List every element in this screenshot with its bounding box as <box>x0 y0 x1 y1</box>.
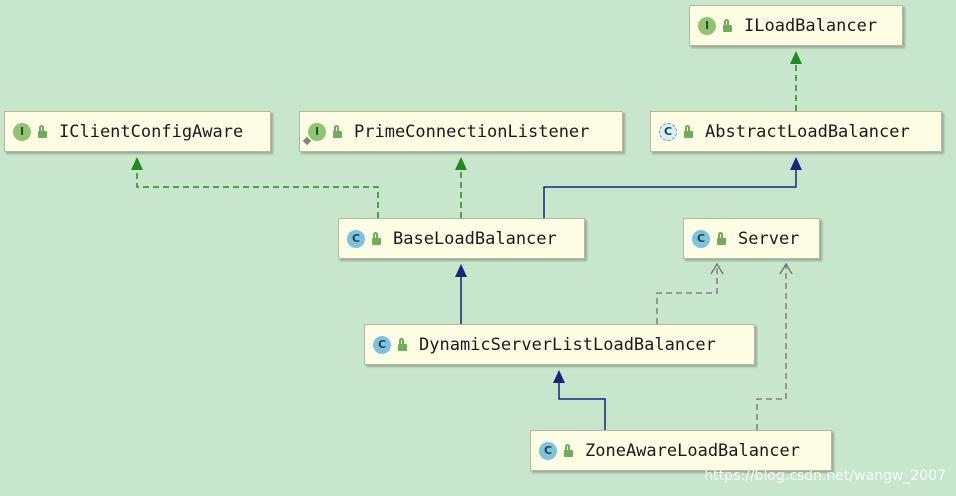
arrowhead-abstractloadbalancer <box>790 157 802 170</box>
lock-icon <box>717 232 726 245</box>
arrowhead-primeconnectionlistener <box>455 157 467 170</box>
edge-baseloadbalancer-implements-iclientconfigaware <box>136 166 379 218</box>
node-label-abstractloadbalancer: AbstractLoadBalancer <box>705 121 910 142</box>
lock-icon <box>372 232 381 245</box>
node-abstractloadbalancer[interactable]: C AbstractLoadBalancer <box>650 111 942 152</box>
interface-icon: I <box>302 122 326 145</box>
watermark: https://blog.csdn.net/wangw_2007 <box>704 468 946 484</box>
node-baseloadbalancer[interactable]: C BaseLoadBalancer <box>338 218 585 259</box>
class-icon: C <box>373 335 391 354</box>
class-icon: C <box>347 229 365 248</box>
edge-dynamicserverlistloadbalancer-depends-server <box>656 264 718 324</box>
lock-icon <box>38 125 47 138</box>
arrowhead-baseloadbalancer <box>455 264 467 277</box>
lock-icon <box>564 444 573 457</box>
arrowhead-iloadbalancer <box>790 51 802 64</box>
node-primeconnectionlistener[interactable]: I PrimeConnectionListener <box>299 111 623 152</box>
node-server[interactable]: C Server <box>683 218 820 259</box>
interface-icon: I <box>698 16 716 35</box>
interface-icon: I <box>13 122 31 141</box>
lock-icon <box>333 125 342 138</box>
node-label-zoneawareloadbalancer: ZoneAwareLoadBalancer <box>585 440 800 461</box>
arrowhead-server-b <box>779 262 793 275</box>
node-zoneawareloadbalancer[interactable]: C ZoneAwareLoadBalancer <box>530 430 832 471</box>
pin-icon <box>302 136 312 145</box>
node-label-iloadbalancer: ILoadBalancer <box>744 15 878 36</box>
node-iclientconfigaware[interactable]: I IClientConfigAware <box>4 111 271 152</box>
arrowhead-dynamicserverlistloadbalancer <box>553 370 565 383</box>
node-label-primeconnectionlistener: PrimeConnectionListener <box>354 121 590 142</box>
arrowhead-server-a <box>710 262 724 275</box>
node-label-dynamicserverlistloadbalancer: DynamicServerListLoadBalancer <box>419 334 716 355</box>
edge-zoneawareloadbalancer-depends-server <box>756 264 787 430</box>
edge-zoneawareloadbalancer-extends-dynamicserverlistloadbalancer <box>558 379 606 430</box>
node-dynamicserverlistloadbalancer[interactable]: C DynamicServerListLoadBalancer <box>364 324 755 365</box>
lock-icon <box>684 125 693 138</box>
abstract-class-icon: C <box>659 122 677 141</box>
node-label-server: Server <box>738 228 800 249</box>
arrowhead-iclientconfigaware <box>131 157 143 170</box>
edge-baseloadbalancer-extends-abstractloadbalancer <box>543 166 797 218</box>
node-label-iclientconfigaware: IClientConfigAware <box>59 121 244 142</box>
lock-icon <box>398 338 407 351</box>
node-label-baseloadbalancer: BaseLoadBalancer <box>393 228 557 249</box>
lock-icon <box>723 19 732 32</box>
class-icon: C <box>692 229 710 248</box>
class-icon: C <box>539 441 557 460</box>
node-iloadbalancer[interactable]: I ILoadBalancer <box>689 5 903 46</box>
